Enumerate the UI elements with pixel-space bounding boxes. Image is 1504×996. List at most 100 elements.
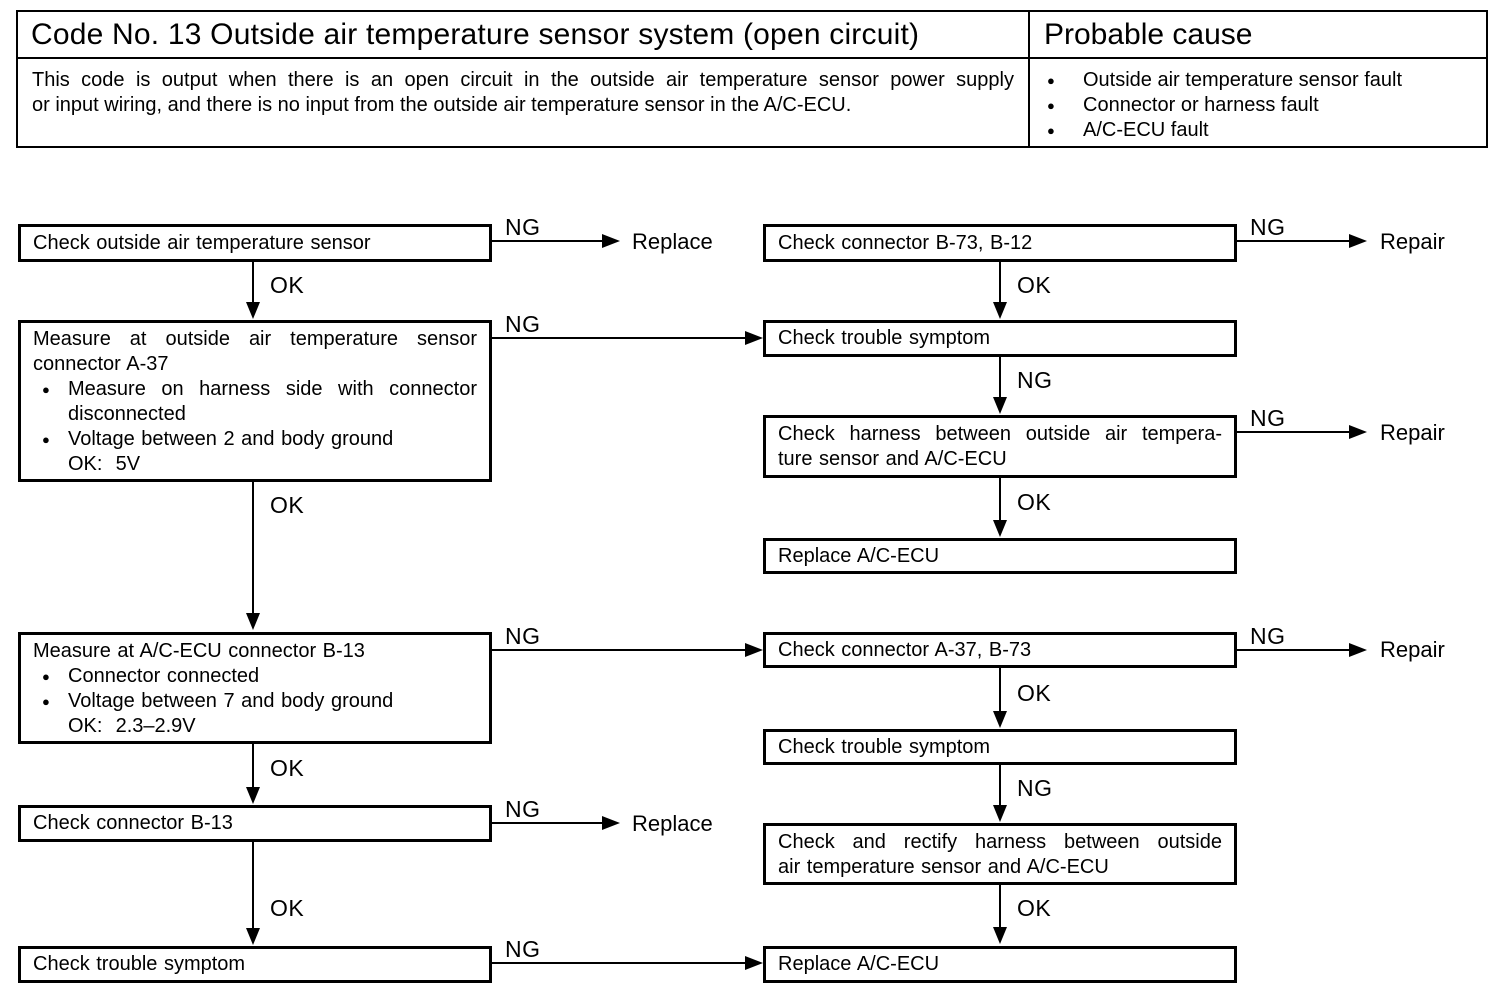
box-text: Replace A/C-ECU xyxy=(778,953,940,975)
repair-label: Repair xyxy=(1380,420,1445,445)
box-text: Check harness between outside air temper… xyxy=(778,423,1222,445)
arrow-r7-r8 xyxy=(999,885,1001,929)
bullet-item: ● Measure on harness side with connector xyxy=(33,377,477,402)
box-replace-ecu-1: Replace A/C-ECU xyxy=(763,538,1237,574)
arrow-l2-l3 xyxy=(252,482,254,614)
box-text: Check trouble symptom xyxy=(778,735,991,758)
cause-text: Outside air temperature sensor fault xyxy=(1083,69,1403,91)
ok-label: OK xyxy=(1017,895,1052,921)
box-replace-ecu-2: Replace A/C-ECU xyxy=(763,946,1237,983)
bullet-text: Measure on harness side with connector xyxy=(68,378,477,400)
box-text: Check trouble symptom xyxy=(33,953,246,975)
arrow-r3-r4 xyxy=(999,478,1001,522)
bullet-text: OK: 2.3–2.9V xyxy=(68,715,196,737)
box-check-rectify-harness: Check and rectify harness between outsid… xyxy=(763,823,1237,885)
code-header-table: Code No. 13 Outside air temperature sens… xyxy=(16,10,1488,148)
ng-label: NG xyxy=(1250,214,1286,240)
arrowhead xyxy=(1349,234,1367,248)
cause-item: ● Outside air temperature sensor fault xyxy=(1030,68,1486,93)
bullet-icon: ● xyxy=(1047,73,1055,88)
repair-label: Repair xyxy=(1380,637,1445,662)
arrowhead xyxy=(993,711,1007,728)
bullet-text: Voltage between 7 and body ground xyxy=(68,690,394,712)
cause-text: Connector or harness fault xyxy=(1083,94,1319,116)
arrow-r6-r7 xyxy=(999,765,1001,807)
bullet-text: OK: 5V xyxy=(68,453,141,475)
arrowhead xyxy=(246,787,260,804)
arrowhead xyxy=(246,928,260,945)
ng-label: NG xyxy=(1250,405,1286,431)
arrowhead xyxy=(993,520,1007,537)
arrow-l3-l4 xyxy=(252,744,254,789)
replace-label: Replace xyxy=(632,229,713,254)
ok-label: OK xyxy=(270,272,305,298)
ng-label: NG xyxy=(505,796,541,822)
box-text: Measure at outside air temperature senso… xyxy=(33,328,477,350)
arrow-r5-r6 xyxy=(999,668,1001,713)
arrowhead xyxy=(246,613,260,630)
arrowhead xyxy=(246,302,260,319)
cause-item: ● A/C-ECU fault xyxy=(1030,118,1486,143)
box-text: Check and rectify harness between outsid… xyxy=(778,831,1222,853)
ng-label: NG xyxy=(1017,367,1053,393)
cause-item: ● Connector or harness fault xyxy=(1030,93,1486,118)
cause-text: A/C-ECU fault xyxy=(1083,119,1209,141)
ok-label: OK xyxy=(1017,680,1052,706)
bullet-icon: ● xyxy=(42,382,50,397)
ng-label: NG xyxy=(505,936,541,962)
arrowhead xyxy=(993,302,1007,319)
replace-label: Replace xyxy=(632,811,713,836)
arrow-l2-checktrouble xyxy=(492,337,745,339)
arrowhead xyxy=(1349,643,1367,657)
ng-label: NG xyxy=(505,311,541,337)
bullet-text: disconnected xyxy=(68,403,186,425)
ok-label: OK xyxy=(270,755,305,781)
ng-label: NG xyxy=(1017,775,1053,801)
arrow-l1-l2 xyxy=(252,262,254,304)
box-measure-connector-a37: Measure at outside air temperature senso… xyxy=(18,320,492,482)
box-text: Replace A/C-ECU xyxy=(778,544,940,567)
arrowhead xyxy=(993,927,1007,944)
probable-cause-list: ● Outside air temperature sensor fault ●… xyxy=(1030,59,1486,146)
ng-label: NG xyxy=(505,214,541,240)
box-check-trouble-symptom-right-2: Check trouble symptom xyxy=(763,729,1237,765)
bullet-icon: ● xyxy=(42,432,50,447)
bullet-item: ● Voltage between 7 and body ground xyxy=(33,689,477,714)
bullet-icon: ● xyxy=(1047,123,1055,138)
ok-label: OK xyxy=(270,492,305,518)
box-text: ture sensor and A/C-ECU xyxy=(778,448,1007,470)
box-measure-connector-b13: Measure at A/C-ECU connector B-13 ● Conn… xyxy=(18,632,492,744)
arrowhead xyxy=(993,397,1007,414)
description-line-1: This code is output when there is an ope… xyxy=(32,69,1014,91)
arrowhead xyxy=(745,643,763,657)
ng-label: NG xyxy=(1250,623,1286,649)
code-description: This code is output when there is an ope… xyxy=(18,59,1030,146)
arrow-r1-repair xyxy=(1237,240,1349,242)
probable-cause-title: Probable cause xyxy=(1030,12,1486,59)
arrow-r3-repair xyxy=(1237,431,1349,433)
box-check-connector-b73-b12: Check connector B-73, B-12 xyxy=(763,224,1237,262)
box-text: Check connector A-37, B-73 xyxy=(778,638,1032,661)
box-check-trouble-symptom-right-1: Check trouble symptom xyxy=(763,320,1237,357)
box-check-harness: Check harness between outside air temper… xyxy=(763,415,1237,478)
box-text: Check connector B-13 xyxy=(33,812,233,834)
box-text: Measure at A/C-ECU connector B-13 xyxy=(33,640,365,662)
ng-label: NG xyxy=(505,623,541,649)
box-text: Check trouble symptom xyxy=(778,327,991,349)
arrow-l5-replaceecu xyxy=(492,962,745,964)
arrowhead xyxy=(993,805,1007,822)
box-text: Check connector B-73, B-12 xyxy=(778,231,1033,254)
arrow-l1-replace xyxy=(492,240,602,242)
arrowhead xyxy=(1349,425,1367,439)
arrowhead xyxy=(745,331,763,345)
box-check-trouble-symptom-left: Check trouble symptom xyxy=(18,946,492,983)
ok-label: OK xyxy=(1017,272,1052,298)
bullet-item: ● Voltage between 2 and body ground xyxy=(33,427,477,452)
arrow-l4-replace xyxy=(492,822,602,824)
bullet-item: ● Connector connected xyxy=(33,664,477,689)
arrowhead xyxy=(602,816,620,830)
ok-label: OK xyxy=(1017,489,1052,515)
arrowhead xyxy=(745,956,763,970)
arrow-l3-checkconnector xyxy=(492,649,745,651)
